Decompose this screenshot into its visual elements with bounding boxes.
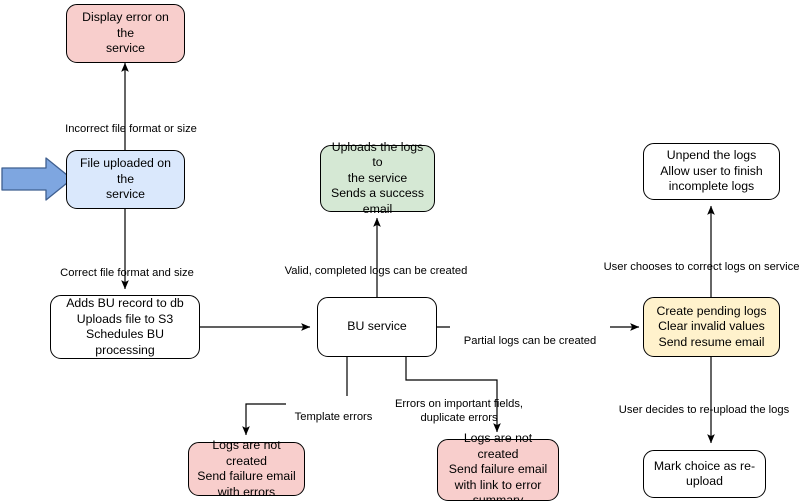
node-mark-reupload[interactable]: Mark choice as re- upload [643, 450, 766, 498]
edge-label-important-errors: Errors on important fields, duplicate er… [389, 383, 529, 425]
edge-label-user-corrects-text: User chooses to correct logs on service [603, 261, 800, 273]
edge-label-important-errors-text: Errors on important fields, duplicate er… [394, 398, 524, 424]
node-uploads-logs[interactable]: Uploads the logs to the service Sends a … [320, 140, 435, 216]
node-file-uploaded[interactable]: File uploaded on the service [66, 150, 185, 209]
node-unpend-logs[interactable]: Unpend the logs Allow user to finish inc… [643, 143, 780, 200]
edge-label-user-reupload-text: User decides to re-upload the logs [618, 404, 790, 416]
node-mark-reupload-label: Mark choice as re- upload [653, 458, 756, 489]
node-uploads-logs-label: Uploads the logs to the service Sends a … [331, 139, 424, 216]
node-unpend-logs-label: Unpend the logs Allow user to finish inc… [660, 148, 763, 194]
node-file-uploaded-label: File uploaded on the service [80, 156, 171, 202]
node-logs-not-created-errors[interactable]: Logs are not created Send failure email … [188, 438, 305, 499]
node-adds-bu-record-label: Adds BU record to db Uploads file to S3 … [66, 296, 184, 357]
node-logs-not-created-summary[interactable]: Logs are not created Send failure email … [437, 431, 559, 501]
edge-label-user-reupload: User decides to re-upload the logs [607, 389, 801, 417]
node-create-pending-logs-label: Create pending logs Clear invalid values… [656, 303, 767, 349]
edge-label-partial-logs-text: Partial logs can be created [463, 335, 597, 347]
edge-label-valid-logs-text: Valid, completed logs can be created [284, 265, 468, 277]
edge-label-partial-logs: Partial logs can be created [450, 320, 610, 348]
node-logs-not-created-errors-label: Logs are not created Send failure email … [197, 438, 296, 499]
edge-label-incorrect-format: Incorrect file format or size [46, 108, 216, 136]
node-adds-bu-record[interactable]: Adds BU record to db Uploads file to S3 … [50, 295, 200, 359]
node-display-error[interactable]: Display error on the service [66, 4, 185, 63]
edge-label-correct-format: Correct file format and size [42, 252, 212, 280]
edge-label-template-errors-text: Template errors [294, 411, 373, 423]
node-bu-service-label: BU service [347, 319, 407, 334]
block-arrow-input [1, 157, 73, 201]
edge-label-incorrect-format-text: Incorrect file format or size [65, 123, 197, 135]
node-bu-service[interactable]: BU service [317, 297, 437, 357]
edge-label-user-corrects: User chooses to correct logs on service [602, 246, 801, 274]
node-create-pending-logs[interactable]: Create pending logs Clear invalid values… [643, 297, 780, 357]
node-display-error-label: Display error on the service [82, 10, 169, 56]
edge-label-template-errors: Template errors [286, 396, 381, 424]
edge-label-valid-logs: Valid, completed logs can be created [266, 250, 486, 278]
node-logs-not-created-summary-label: Logs are not created Send failure email … [448, 431, 548, 501]
edge-label-correct-format-text: Correct file format and size [60, 267, 194, 279]
